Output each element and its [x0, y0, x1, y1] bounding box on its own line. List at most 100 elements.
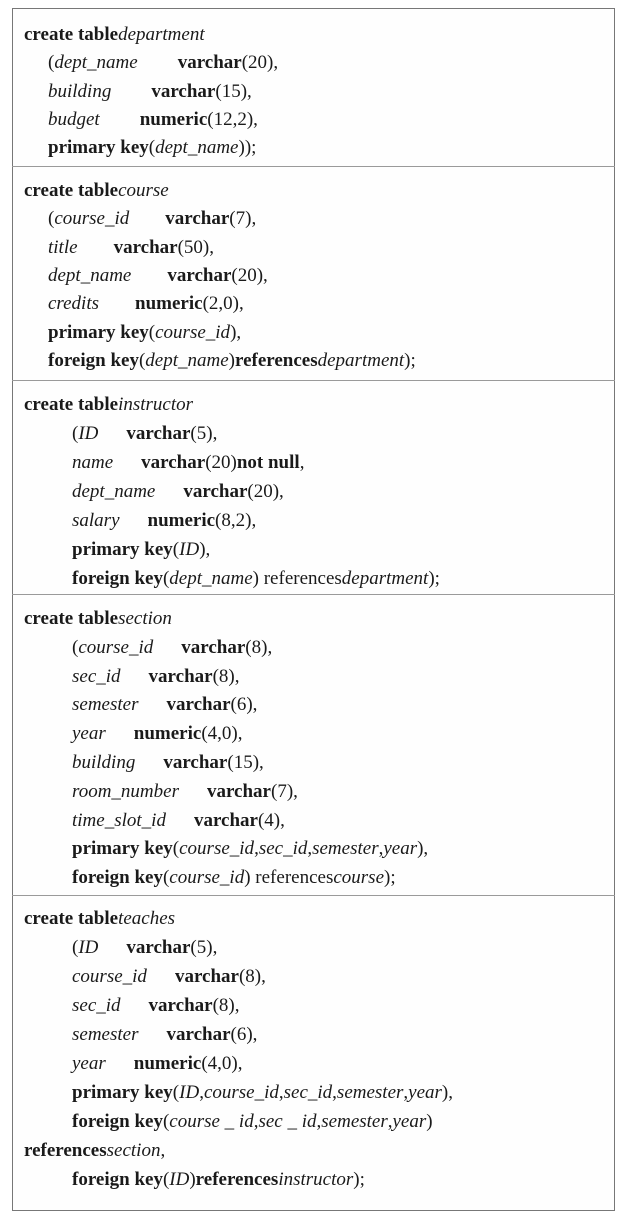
sql-keyword: varchar: [166, 1024, 231, 1045]
sql-identifier: sec_id: [72, 665, 121, 687]
sql-keyword: references: [234, 349, 318, 371]
sql-identifier: budget: [48, 108, 100, 130]
sql-punctuation: );: [404, 349, 416, 371]
sql-identifier: sec _ id: [258, 1111, 317, 1132]
sql-punctuation: ),: [230, 321, 242, 343]
sql-identifier: semester: [336, 1082, 404, 1103]
sql-punctuation: (: [72, 636, 79, 658]
code-line: primary key (course_id ),: [48, 322, 241, 344]
code-line: primary key (ID ),: [72, 539, 210, 561]
sql-identifier: dept_name: [54, 52, 138, 74]
sql-punctuation: ,: [332, 1082, 337, 1103]
sql-identifier: sec_id: [72, 995, 121, 1016]
sql-punctuation: ,: [160, 1140, 166, 1161]
sql-punctuation: (: [72, 423, 79, 444]
sql-identifier: course: [118, 180, 169, 201]
sql-punctuation: (: [162, 1111, 170, 1132]
sql-punctuation: (6),: [230, 694, 258, 716]
code-line: foreign key (ID) references instructor);: [72, 1169, 365, 1191]
sql-keyword: varchar: [126, 937, 191, 958]
sql-punctuation: ): [426, 1111, 433, 1132]
code-line: foreign key ( course _ id, sec _ id, sem…: [72, 1111, 433, 1133]
sql-identifier: dept_name: [48, 264, 132, 286]
sql-keyword: numeric: [133, 1053, 202, 1074]
sql-punctuation: (8),: [212, 665, 240, 687]
sql-identifier: salary: [72, 510, 120, 531]
sql-punctuation: (: [162, 1169, 170, 1190]
sql-identifier: semester: [72, 1024, 139, 1045]
sql-punctuation: (: [172, 1082, 180, 1103]
sql-punctuation: ) references: [244, 867, 334, 889]
sql-punctuation: (20),: [247, 481, 284, 502]
sql-identifier: year: [72, 1053, 106, 1074]
sql-punctuation: );: [353, 1169, 365, 1190]
sql-identifier: course_id: [179, 838, 255, 860]
sql-identifier: course_id: [78, 636, 154, 658]
sql-identifier: semester: [312, 838, 379, 860]
sql-punctuation: (20): [205, 452, 237, 473]
sql-identifier: semester: [72, 694, 139, 716]
sql-punctuation: ,: [316, 1111, 322, 1132]
sql-punctuation: (: [138, 349, 146, 371]
sql-punctuation: ),: [417, 838, 429, 860]
sql-identifier: title: [48, 236, 78, 258]
sql-identifier: department: [317, 349, 405, 371]
sql-keyword: primary key: [72, 539, 173, 560]
sql-identifier: year: [408, 1082, 442, 1103]
sql-punctuation: ): [189, 1169, 196, 1190]
sql-punctuation: ,: [307, 838, 313, 860]
sql-keyword: varchar: [113, 236, 178, 258]
sql-identifier: ID: [179, 539, 200, 560]
sql-keyword: varchar: [141, 452, 206, 473]
sql-punctuation: ,: [299, 452, 305, 473]
sql-keyword: primary key: [48, 321, 149, 343]
code-line: primary key (ID, course_id, sec_id, seme…: [72, 1082, 453, 1104]
block-separator: [12, 594, 615, 595]
sql-punctuation: (: [48, 52, 55, 74]
sql-keyword: create table: [24, 180, 119, 201]
sql-punctuation: (4),: [257, 809, 285, 831]
sql-punctuation: ,: [254, 838, 259, 860]
sql-punctuation: ),: [441, 1082, 453, 1103]
sql-keyword: create table: [24, 24, 119, 45]
code-line: primary key (course_id, sec_id, semester…: [72, 838, 428, 860]
block-separator: [12, 166, 615, 167]
sql-identifier: course _ id: [169, 1111, 254, 1132]
code-line: foreign key (dept_name) references depar…: [48, 350, 416, 372]
sql-punctuation: ): [228, 349, 235, 371]
sql-punctuation: (15),: [227, 752, 264, 773]
sql-punctuation: (: [172, 539, 180, 560]
sql-identifier: course_id: [72, 966, 147, 987]
sql-punctuation: (7),: [271, 780, 298, 802]
sql-punctuation: (: [162, 568, 170, 589]
sql-identifier: credits: [48, 293, 100, 315]
sql-keyword: varchar: [151, 80, 216, 102]
sql-listing-frame: [12, 8, 615, 1211]
sql-identifier: sec_id: [283, 1082, 333, 1103]
sql-identifier: semester: [321, 1111, 388, 1132]
sql-keyword: varchar: [193, 809, 258, 831]
sql-keyword: varchar: [167, 264, 232, 286]
sql-identifier: dept_name: [72, 481, 156, 502]
sql-punctuation: (5),: [190, 423, 218, 444]
sql-identifier: dept_name: [169, 568, 253, 589]
sql-identifier: room_number: [72, 780, 179, 802]
code-line: references section,: [24, 1140, 165, 1162]
sql-identifier: course_id: [169, 867, 245, 889]
sql-keyword: primary key: [72, 838, 173, 860]
sql-identifier: section: [118, 608, 172, 629]
sql-keyword: references: [195, 1169, 279, 1190]
